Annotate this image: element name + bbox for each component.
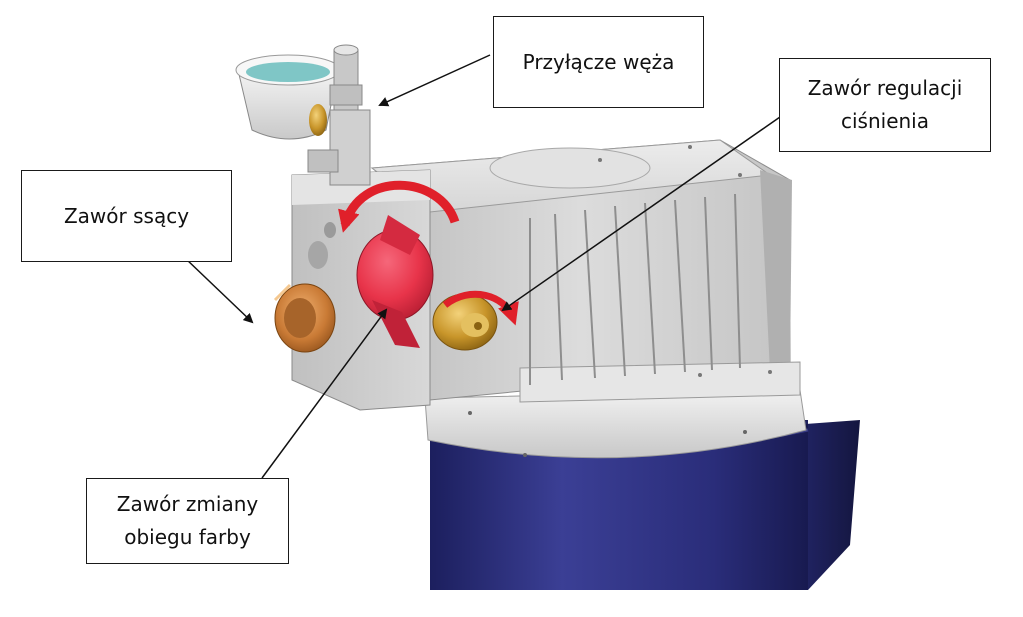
rotation-arrow-circulation	[338, 180, 460, 233]
leader-pressure-valve	[501, 116, 781, 312]
motor-collar	[424, 389, 807, 459]
callout-suction-valve: Zawór ssący	[21, 170, 232, 262]
pressure-gauge	[235, 54, 341, 140]
label-suction-valve: Zawór ssący	[63, 203, 190, 228]
pump-housing	[370, 139, 801, 403]
leader-hose-connection	[378, 54, 491, 107]
label-circulation-valve-line1: Zawór zmiany	[116, 492, 259, 516]
circulation-valve	[356, 215, 434, 348]
cooling-fins	[529, 193, 741, 385]
suction-valve-fitting	[273, 283, 336, 353]
hose-connector	[307, 44, 371, 186]
callout-pressure-valve: Zawór regulacji ciśnienia	[779, 58, 991, 152]
label-pressure-valve-line1: Zawór regulacji	[807, 76, 963, 100]
rotation-arrow-pressure	[442, 290, 519, 326]
pressure-regulator	[432, 293, 498, 351]
callout-circulation-valve: Zawór zmiany obiegu farby	[86, 478, 289, 564]
label-pressure-valve-line2: ciśnienia	[841, 109, 929, 133]
callout-hose-connection: Przyłącze węża	[493, 16, 704, 108]
label-hose-connection: Przyłącze węża	[522, 49, 675, 74]
leader-suction-valve	[184, 257, 254, 324]
motor-body	[429, 420, 860, 590]
leader-circulation-valve	[261, 308, 388, 479]
label-circulation-valve-line2: obiegu farby	[124, 525, 251, 549]
